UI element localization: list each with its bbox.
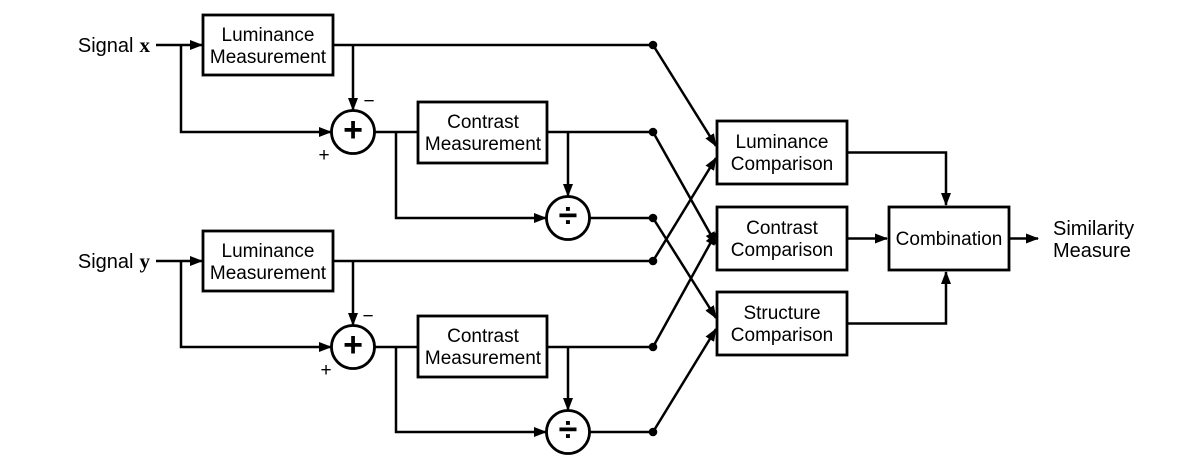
signal-x-branch-wire: [179, 45, 332, 137]
luminance-comparison-label-line1: Luminance: [736, 132, 829, 153]
minus-sign-y: −: [362, 306, 373, 327]
contrast-comparison-box: [715, 205, 849, 272]
luminance-measurement-y-box: [201, 229, 335, 293]
contrast-comparison-label-line2: Comparison: [731, 240, 833, 261]
signal-y-var: y: [140, 249, 151, 273]
contrast-measurement-x-box: [416, 100, 549, 165]
structure-comparison-label-line1: Structure: [743, 303, 820, 324]
contrast-x-to-contrast-comparison-arrow: [651, 131, 718, 245]
similarity-measure-label-line1: Similarity: [1053, 218, 1134, 240]
signal-x-var: x: [140, 33, 151, 57]
combination-label: Combination: [896, 229, 1003, 250]
luminance-measurement-y-label-line2: Measurement: [210, 263, 327, 284]
structure-comparison-label-line2: Comparison: [731, 325, 833, 346]
signal-y-branch-wire: [179, 261, 332, 352]
combination-box: [887, 205, 1011, 272]
divider-x-symbol: ÷: [559, 197, 578, 235]
divider-y-symbol: ÷: [559, 411, 578, 449]
structure-x-to-structure-comparison-arrow: [651, 217, 718, 319]
signal-x-word: Signal: [78, 35, 134, 57]
contrast-measurement-y-label-line1: Contrast: [447, 326, 520, 347]
luminance-measurement-x-label-line1: Luminance: [222, 25, 315, 46]
structure-comparison-to-combination-arrow: [847, 271, 951, 325]
luminance-measurement-y-label-line1: Luminance: [222, 241, 315, 262]
contrast-measurement-y-box: [416, 314, 549, 379]
plus-sign-x: +: [318, 145, 329, 166]
contrast-measurement-y-label-line2: Measurement: [425, 348, 542, 369]
structure-comparison-box: [715, 290, 849, 357]
structure-y-to-structure-comparison-arrow: [651, 328, 718, 433]
luminance-comparison-to-combination-arrow: [847, 151, 951, 206]
similarity-measure-label-line2: Measure: [1053, 240, 1131, 262]
contrast-x-normalize-wire: [394, 132, 547, 223]
contrast-y-normalize-wire: [394, 347, 547, 437]
contrast-measurement-x-label-line2: Measurement: [425, 134, 542, 155]
luminance-comparison-box: [715, 119, 849, 186]
plus-sign-y: +: [320, 360, 331, 381]
signal-y-word: Signal: [78, 251, 134, 273]
adder-y-symbol: +: [343, 326, 363, 364]
minus-sign-x: −: [363, 91, 374, 112]
contrast-y-to-contrast-comparison-arrow: [651, 232, 718, 348]
luminance-x-to-luminance-comparison-arrow: [651, 44, 718, 147]
contrast-comparison-label-line1: Contrast: [746, 218, 819, 239]
luminance-y-to-luminance-comparison-arrow: [651, 157, 718, 262]
adder-x-symbol: +: [343, 111, 363, 149]
luminance-comparison-label-line2: Comparison: [731, 154, 833, 175]
contrast-measurement-x-label-line1: Contrast: [447, 112, 520, 133]
luminance-measurement-x-label-line2: Measurement: [210, 47, 327, 68]
